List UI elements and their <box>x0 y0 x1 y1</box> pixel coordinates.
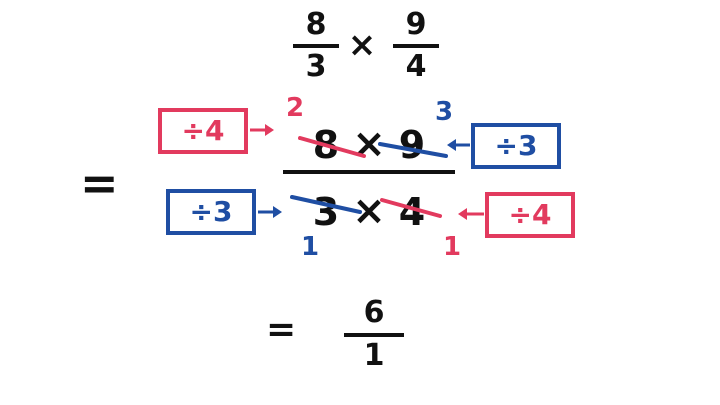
reduced-value-1-right: 1 <box>442 232 462 262</box>
result-denominator: 1 <box>363 338 385 373</box>
arrow-left-icon <box>447 139 456 151</box>
arrow-top-right <box>447 139 470 151</box>
step-denominator-right: 4 <box>398 190 426 234</box>
fraction-b-denominator: 4 <box>405 49 427 84</box>
result-fraction-bar <box>344 333 404 337</box>
divide-by-4-box-top: ÷4 <box>158 108 248 154</box>
result-numerator: 6 <box>363 295 385 330</box>
arrow-bottom-left <box>258 206 282 218</box>
arrow-bottom-right <box>458 208 484 220</box>
arrow-top-left <box>250 124 274 136</box>
reduced-value-1-left: 1 <box>300 232 320 262</box>
arrow-right-icon <box>265 124 274 136</box>
step-numerator-times: × <box>352 121 386 167</box>
arrow-left-icon <box>458 208 467 220</box>
fraction-a-numerator: 8 <box>305 7 327 42</box>
divide-by-3-box-bottom: ÷3 <box>166 189 256 235</box>
fraction-a-denominator: 3 <box>305 49 327 84</box>
reduced-value-2: 2 <box>285 93 305 123</box>
fraction-b-numerator: 9 <box>405 7 427 42</box>
step-numerator-left: 8 <box>312 123 340 167</box>
step-numerator-right: 9 <box>398 123 426 167</box>
equals-sign-result: = <box>266 309 297 350</box>
fraction-a-bar <box>293 44 339 48</box>
arrow-right-icon <box>273 206 282 218</box>
divide-by-4-box-bottom: ÷4 <box>485 192 575 238</box>
step-fraction-bar <box>283 170 455 174</box>
reduced-value-3: 3 <box>434 97 454 127</box>
equals-sign-step: = <box>80 156 119 210</box>
fraction-b-bar <box>393 44 439 48</box>
divide-by-3-box-top: ÷3 <box>471 123 561 169</box>
multiply-sign-top: × <box>347 25 377 65</box>
step-denominator-times: × <box>352 188 386 234</box>
step-denominator-left: 3 <box>312 190 340 234</box>
